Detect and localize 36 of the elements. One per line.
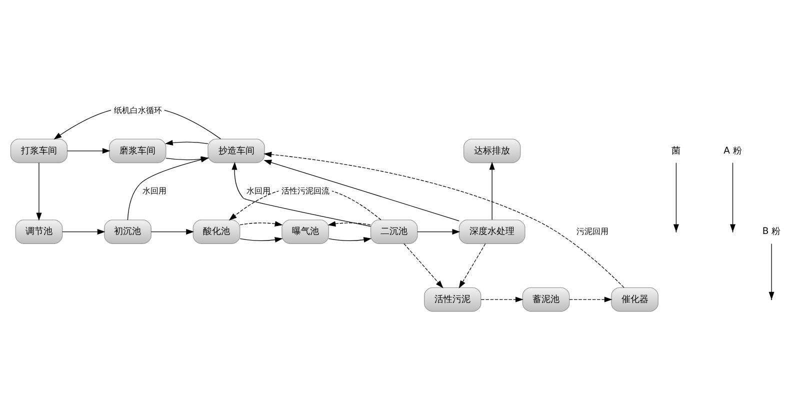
node-text: 菌 — [672, 144, 681, 156]
arrow — [264, 151, 624, 288]
arrow — [569, 296, 612, 302]
node-box: 蓄泥池 — [522, 286, 570, 312]
arrow — [240, 236, 283, 242]
arrow — [480, 296, 524, 302]
node-box: 调节池 — [15, 219, 63, 244]
node-text: A 粉 — [724, 144, 742, 156]
node-text: B 粉 — [762, 226, 781, 237]
arrow — [489, 161, 495, 220]
node-box: 抄造车间 — [208, 138, 265, 163]
node-box: 达标排放 — [463, 138, 521, 163]
arrow — [458, 242, 486, 288]
node-box: 二沉池 — [370, 219, 418, 244]
arrow — [264, 159, 460, 221]
node-box: 酸化池 — [192, 219, 240, 244]
node-box: 磨浆车间 — [109, 138, 166, 163]
arrow — [36, 162, 42, 220]
arrow — [328, 236, 372, 242]
node-box: 活性污泥 — [424, 286, 482, 312]
arrow — [328, 220, 371, 226]
arrow — [66, 148, 110, 154]
arrow — [150, 228, 194, 234]
node-box: 曝气池 — [282, 219, 329, 244]
arrow — [730, 162, 736, 232]
arrow — [417, 228, 460, 234]
arrow — [62, 228, 106, 234]
arrow — [404, 242, 444, 288]
arrow — [240, 220, 283, 226]
arrow — [232, 161, 371, 226]
node-box: 催化器 — [611, 286, 658, 312]
arrow — [164, 140, 208, 145]
node-box: 深度水处理 — [458, 219, 526, 244]
arrow — [768, 242, 774, 300]
node-box: 打浆车间 — [10, 138, 68, 163]
node-box: 初沉池 — [104, 219, 152, 244]
